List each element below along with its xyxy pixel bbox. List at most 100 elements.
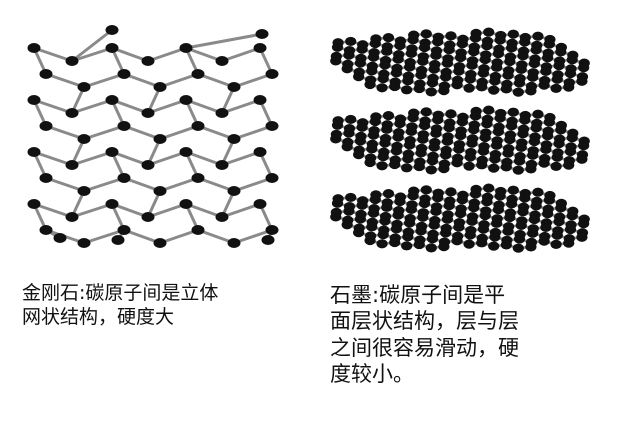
graphite-atom [394,118,406,129]
graphite-atom [527,228,539,238]
diamond-atom [191,173,205,183]
graphite-atom [525,242,537,252]
graphite-atom [564,68,577,79]
graphite-atom [443,200,455,211]
graphite-atom [376,161,388,171]
graphite-atom [566,211,578,221]
diamond-atom [77,82,91,92]
graphite-atom [494,191,506,201]
graphite-atom [381,124,393,134]
graphite-atom [463,83,475,93]
diamond-atom [153,82,167,92]
graphite-atom [513,234,526,244]
graphite-atom [441,214,453,224]
diamond-bond [146,46,188,63]
graphite-atom [392,54,404,64]
graphite-atom [404,62,416,72]
graphite-atom [381,46,393,56]
graphite-atom [555,47,567,57]
graphite-atom [517,129,529,139]
graphite-atom [405,126,417,136]
diamond-atom [141,160,155,170]
diamond-bond [122,124,162,141]
graphite-atom [377,230,389,240]
diamond-atom [215,160,229,170]
diamond-atom [77,134,91,144]
graphite-atom [402,154,414,164]
graphite-atom [392,210,404,220]
diamond-bond [122,176,162,193]
graphite-atom [432,193,444,203]
graphite-atom [370,190,382,200]
diamond-bond [70,98,114,115]
graphite-atom [479,210,491,221]
graphite-atom [330,129,342,139]
graphite-atom [381,202,393,212]
graphite-atom [428,220,440,230]
graphite-atom [550,239,562,249]
diamond-caption-line: 金刚石:碳原子间是立体 [22,282,219,304]
diamond-atom [39,173,53,183]
graphite-atom [367,208,380,218]
graphite-atom [417,212,429,222]
graphite-atom [470,28,482,38]
graphite-atom [428,64,440,74]
graphite-atom [476,82,488,92]
graphite-atom [379,138,391,148]
graphite-atom [343,45,356,56]
graphite-atom [551,230,563,240]
graphite-atom [443,44,455,55]
graphite-atom [555,203,567,213]
diamond-bond [32,46,74,63]
graphite-atom [451,236,463,246]
graphite-atom [453,222,465,232]
diamond-atom [105,25,119,35]
graphite-atom [504,56,516,67]
graphite-atom [553,138,565,149]
diamond-atom [65,56,79,66]
graphite-atom [366,144,378,154]
graphite-atom [438,164,450,174]
graphite-atom [502,70,514,80]
diamond-bond [184,32,264,50]
diamond-bond [158,176,200,193]
graphite-atom [451,80,463,90]
graphite-atom [366,222,378,232]
graphite-atom [502,226,514,236]
diamond-bond [110,150,150,167]
graphite-atom [532,109,544,119]
graphite-atom [578,63,590,73]
graphite-atom [453,144,465,154]
graphite-atom [466,60,478,70]
graphite-atom [540,144,552,155]
diamond-atom [53,233,67,243]
graphite-atom [553,216,565,227]
diamond-atom [179,95,193,105]
graphite-atom [353,150,365,160]
graphite-atom [477,146,490,156]
graphite-atom [468,203,480,213]
graphite-atom [483,105,495,115]
graphite-atom [418,120,431,131]
graphite-atom [530,123,542,133]
diamond-bond [196,176,236,193]
graphite-atom [566,55,578,65]
graphite-atom [401,85,413,95]
graphite-atom [528,214,541,225]
graphite-atom [341,142,353,152]
diamond-bond [122,228,162,245]
graphite-atom [330,51,342,61]
diamond-structure-model [27,25,279,248]
graphite-atom [428,142,440,152]
graphite-atom [404,140,416,150]
diamond-atom [65,108,79,118]
diamond-atom [179,147,193,157]
diamond-bond [70,28,114,63]
diamond-bond [232,124,274,141]
graphite-atom [445,187,457,197]
graphite-atom [438,86,450,96]
diamond-bond [70,202,114,219]
graphite-atom [364,157,376,168]
graphite-atom [553,60,565,71]
